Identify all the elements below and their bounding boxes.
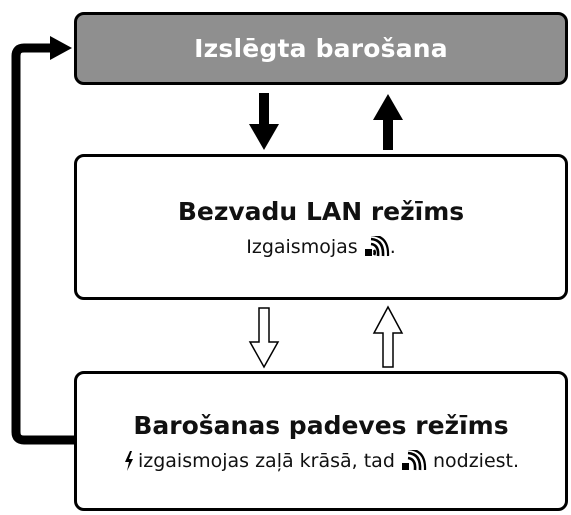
loop-back-arrowhead [50, 36, 72, 60]
state-wireless-lan-title: Bezvadu LAN režīms [177, 196, 465, 226]
state-power-supply: Barošanas padeves režīms izgaismojas zaļ… [74, 371, 568, 511]
state-power-off: Izslēgta barošana [74, 12, 568, 85]
wlan-desc-before: Izgaismojas [246, 235, 364, 258]
arrow-wlan-to-off [373, 94, 403, 150]
arrow-power-to-wlan [372, 305, 404, 368]
arrow-wlan-to-power [248, 307, 280, 369]
arrow-off-to-wlan [249, 93, 279, 150]
state-power-supply-title: Barošanas padeves režīms [133, 410, 509, 440]
wlan-desc-after: . [389, 235, 396, 258]
loop-back-arrow [11, 43, 74, 445]
wifi-signal-icon [401, 449, 427, 470]
state-wireless-lan: Bezvadu LAN režīms Izgaismojas . [74, 154, 568, 300]
state-power-supply-desc: izgaismojas zaļā krāsā, tad nodziest. [123, 449, 520, 472]
power-desc-mid: izgaismojas zaļā krāsā, tad [137, 449, 401, 472]
state-power-off-title: Izslēgta barošana [194, 34, 448, 63]
wifi-signal-icon [364, 235, 389, 256]
state-wireless-lan-desc: Izgaismojas . [246, 235, 396, 258]
power-desc-after: nodziest. [426, 449, 520, 472]
lightning-icon [124, 450, 133, 471]
